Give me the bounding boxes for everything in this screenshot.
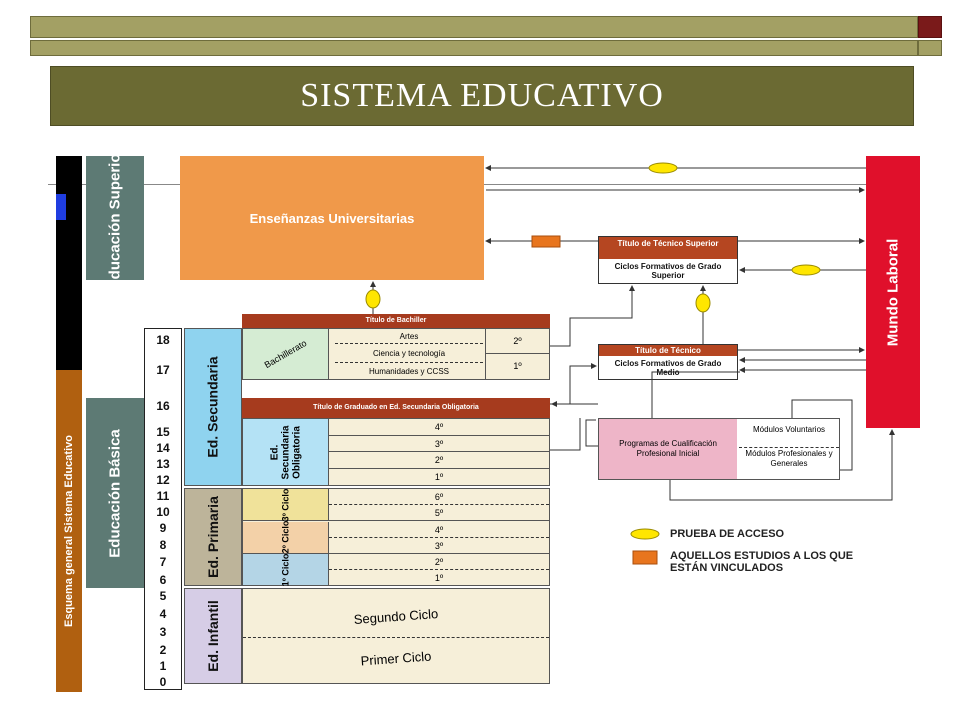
prueba-acceso-marker — [365, 289, 381, 309]
arrow-eso-tec — [550, 363, 597, 405]
primaria-cycle-label: 3º Ciclo — [243, 488, 329, 521]
tecnico-superior-title: Título de Técnico Superior — [599, 237, 737, 259]
level-secundaria: Ed. Secundaria — [184, 328, 242, 486]
modalidad-artes: Artes — [399, 332, 419, 341]
bachillerato-label-cell: Bachillerato — [243, 329, 329, 379]
tecnico-box: Título de Técnico Ciclos Formativos de G… — [598, 344, 738, 380]
side-strip-top — [56, 156, 82, 370]
universitarias-box: Enseñanzas Universitarias — [180, 156, 484, 280]
side-caption-strip: Esquema general Sistema Educativo — [56, 370, 82, 692]
tecnico-title: Título de Técnico — [599, 345, 737, 356]
legend — [630, 528, 660, 565]
infantil-block: Segundo Ciclo Primer Ciclo — [242, 588, 550, 684]
age-label: 13 — [156, 457, 170, 471]
arrow-pcpi-laboral — [669, 429, 895, 501]
arrow-bach-tecsup — [550, 285, 635, 347]
modalidad-humanidades: Humanidades y CCSS — [368, 367, 450, 376]
header-accent-square-bottom — [918, 40, 942, 56]
pcpi-voluntarios: Módulos Voluntarios — [752, 425, 826, 434]
arrow-pcpi-tec — [651, 371, 740, 418]
age-label: 7 — [159, 555, 167, 569]
age-label: 6 — [159, 573, 167, 587]
age-label: 10 — [156, 505, 170, 519]
eso-label-cell: Ed. Secundaria Obligatoria — [243, 419, 329, 485]
age-label: 18 — [156, 333, 170, 347]
stage-basica: Educación Básica — [86, 398, 144, 588]
primaria-course: 1º — [329, 570, 549, 587]
universitarias-label: Enseñanzas Universitarias — [249, 210, 415, 226]
age-label: 16 — [156, 399, 170, 413]
arrow-pcpi-mod — [791, 399, 853, 471]
arrow-eso-pcpi — [550, 418, 581, 451]
prueba-acceso-marker — [695, 293, 711, 313]
age-label: 12 — [156, 473, 170, 487]
age-label: 3 — [159, 625, 167, 639]
age-label: 4 — [159, 607, 167, 621]
eso-course: 1º — [434, 471, 444, 482]
age-label: 14 — [156, 441, 170, 455]
prueba-acceso-marker — [648, 162, 678, 174]
vinculado-marker — [531, 235, 561, 248]
prueba-acceso-marker — [791, 264, 821, 276]
age-label: 5 — [159, 589, 167, 603]
pcpi-divider — [739, 447, 839, 448]
header-bar-bottom — [30, 40, 918, 56]
legend-prueba-label: PRUEBA DE ACCESO — [670, 528, 785, 540]
slide-title: SISTEMA EDUCATIVO — [300, 77, 664, 114]
mundo-laboral-box: Mundo Laboral — [866, 156, 920, 428]
slide-title-box: SISTEMA EDUCATIVO — [50, 66, 914, 126]
divider-line — [48, 184, 920, 185]
level-primaria: Ed. Primaria — [184, 488, 242, 586]
legend-vinculados-label: AQUELLOS ESTUDIOS A LOS QUE ESTÁN VINCUL… — [670, 550, 854, 574]
age-label: 0 — [159, 675, 167, 689]
primaria-course: 5º — [329, 505, 549, 521]
age-label: 2 — [159, 643, 167, 657]
primaria-course: 6º — [329, 489, 549, 505]
pcpi-generales: Módulos Profesionales y Generales — [745, 449, 833, 468]
access-markers — [365, 162, 821, 313]
bachiller-course: 1º — [513, 361, 522, 371]
level-infantil: Ed. Infantil — [184, 588, 242, 684]
primaria-course: 3º — [329, 538, 549, 554]
eso-course: 3º — [329, 436, 549, 452]
primaria-course: 4º — [329, 522, 549, 538]
side-strip-marker — [56, 194, 66, 220]
bachiller-course: 2º — [486, 329, 549, 354]
bachiller-courses: 2º 1º — [485, 329, 549, 379]
age-label: 17 — [156, 363, 170, 377]
stage-superior: Educación Superior — [86, 147, 144, 289]
modalidad-ciencia: Ciencia y tecnología — [372, 349, 446, 358]
bachiller-title: Título de Bachiller — [242, 314, 550, 328]
tecnico-superior-box: Título de Técnico Superior Ciclos Format… — [598, 236, 738, 284]
age-label: 8 — [159, 538, 167, 552]
header-bar-top — [30, 16, 918, 38]
primaria-cycle-label: 1º Ciclo — [243, 553, 329, 587]
modalidad-divider — [335, 362, 483, 363]
modalidad-divider — [335, 343, 483, 344]
age-label: 1 — [159, 659, 167, 673]
bachillerato-block: Bachillerato Artes Ciencia y tecnología … — [242, 328, 550, 380]
primaria-cycle-label: 2º Ciclo — [243, 521, 329, 554]
tecnico-superior-body: Ciclos Formativos de Grado Superior — [614, 262, 722, 280]
primaria-course: 2º — [329, 554, 549, 571]
age-label: 9 — [159, 521, 167, 535]
eso-title: Título de Graduado en Ed. Secundaria Obl… — [242, 398, 550, 418]
legend-ellipse-icon — [630, 528, 660, 540]
age-label: 15 — [156, 425, 170, 439]
infantil-divider — [243, 637, 549, 638]
header-accent-square — [918, 16, 942, 38]
arrow-pcpi-side — [585, 419, 598, 447]
age-label: 11 — [156, 489, 170, 503]
eso-course: 2º — [329, 452, 549, 469]
legend-rect-icon — [632, 550, 658, 565]
pcpi-box: Programas de Cualificación Profesional I… — [598, 418, 840, 480]
pcpi-title: Programas de Cualificación Profesional I… — [599, 419, 737, 479]
eso-course: 4º — [329, 419, 549, 436]
